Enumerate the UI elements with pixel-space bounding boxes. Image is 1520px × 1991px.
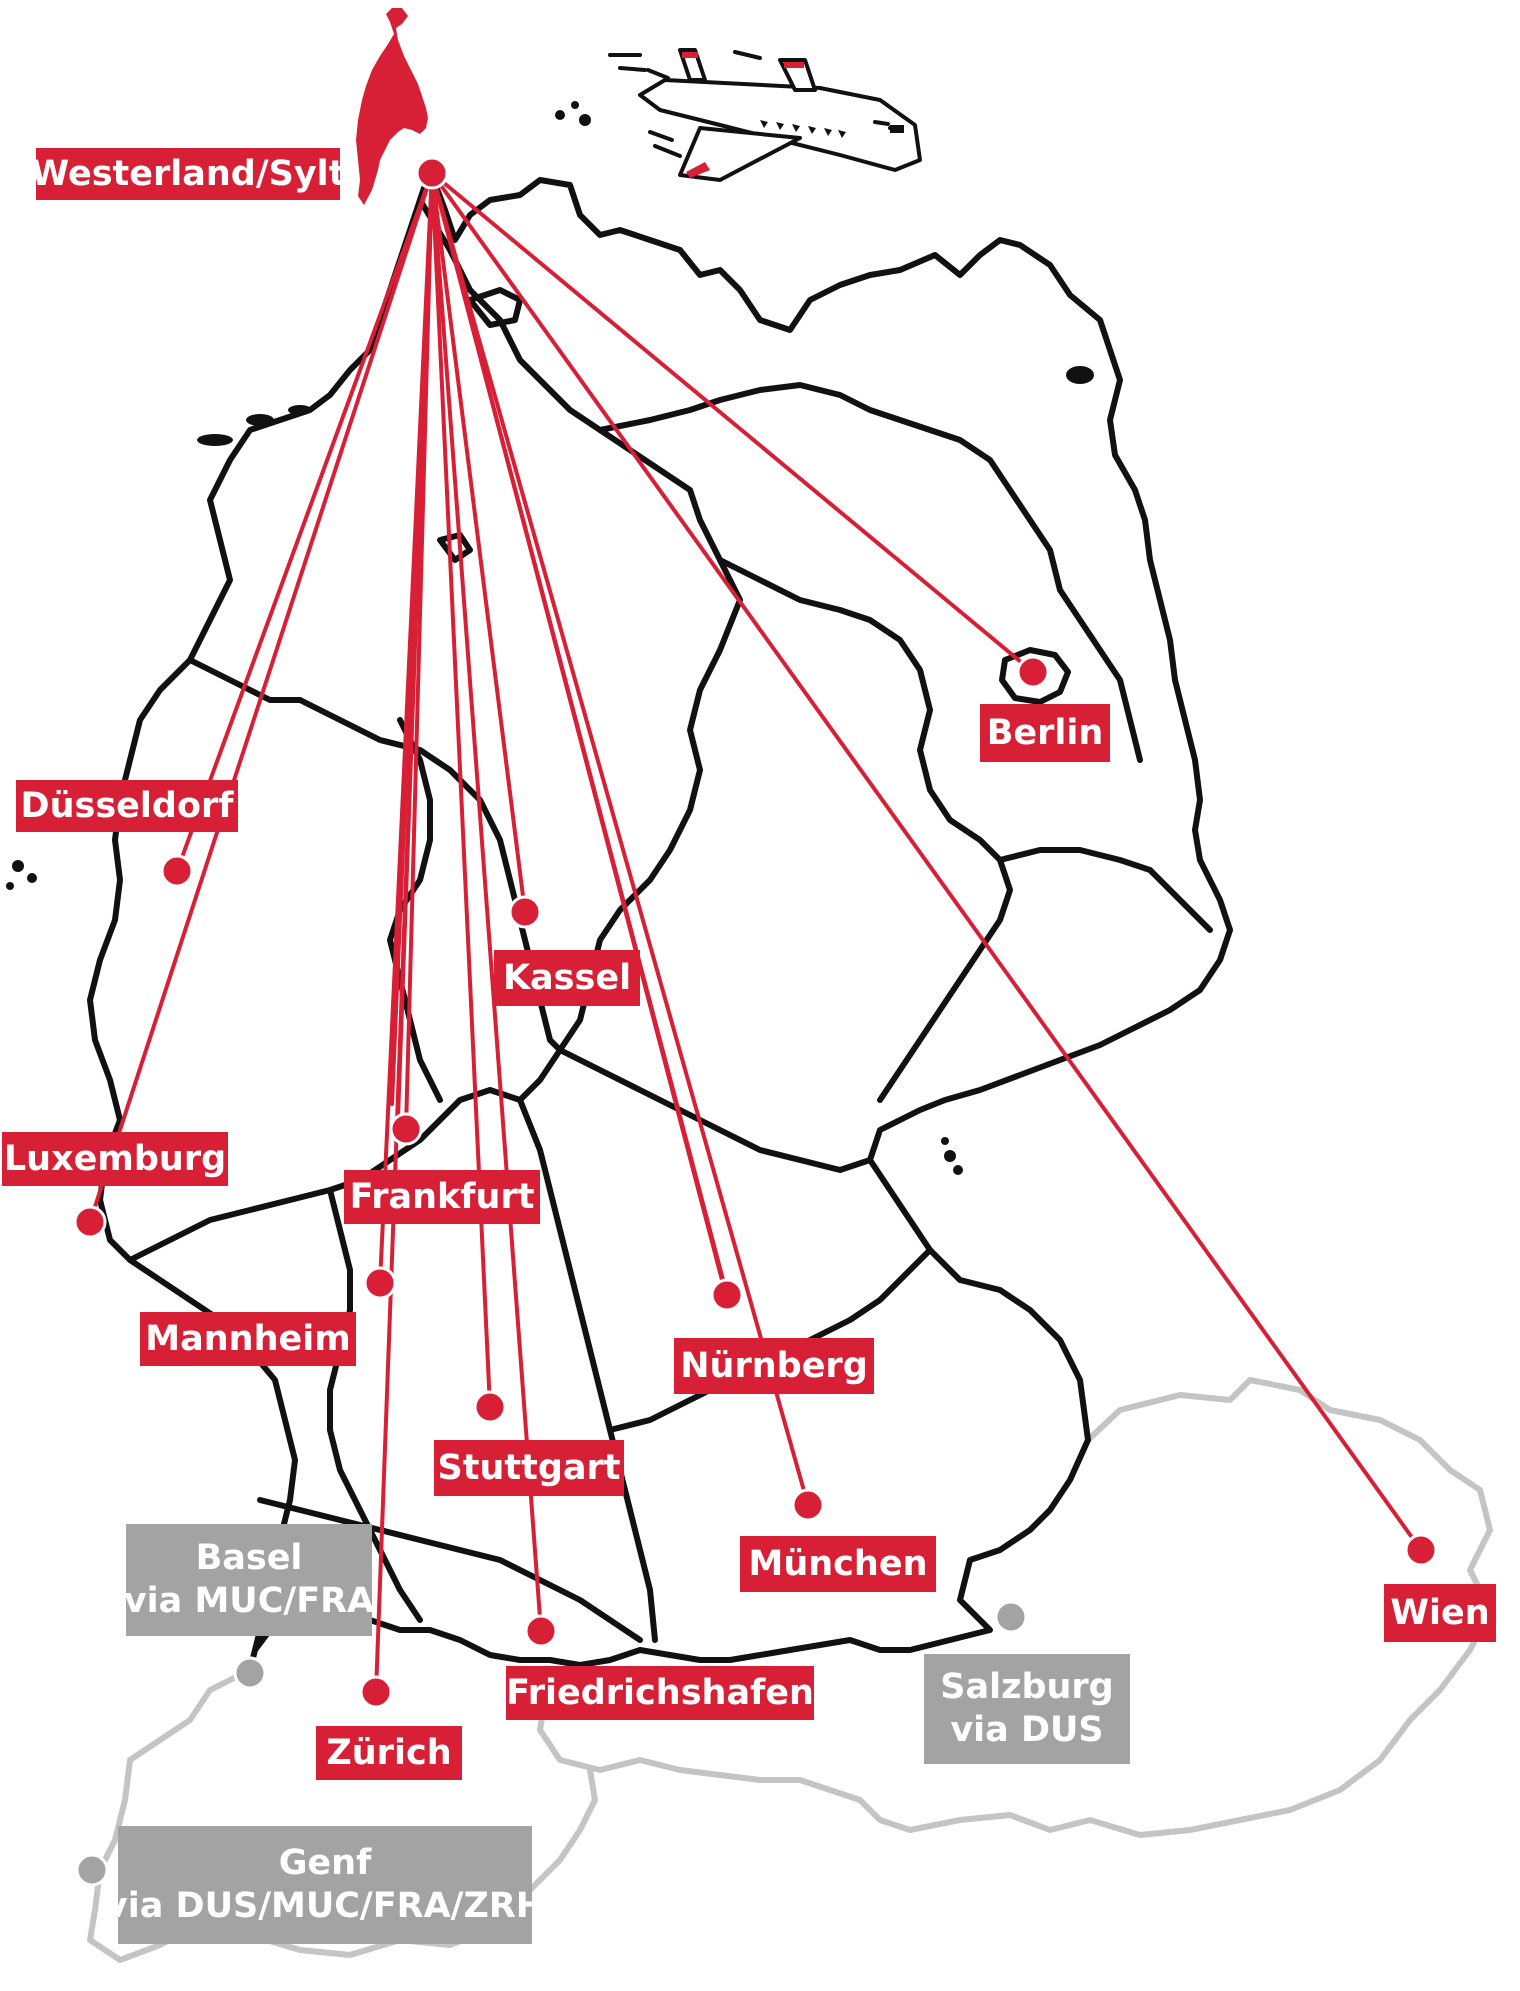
origin-dot-westerland bbox=[415, 156, 449, 190]
route-friedrichshafen bbox=[430, 171, 543, 1633]
airplane-icon bbox=[608, 48, 922, 182]
dot-berlin bbox=[1016, 655, 1050, 689]
destination-dots bbox=[73, 655, 1438, 1709]
genf-name: Genf bbox=[278, 1843, 372, 1883]
label-genf: Genf via DUS/MUC/FRA/ZRH bbox=[105, 1826, 545, 1944]
state-border-3 bbox=[717, 557, 1013, 1103]
route-extra-0 bbox=[430, 171, 724, 1282]
dot-muenchen bbox=[791, 1488, 825, 1522]
label-luxemburg: Luxemburg bbox=[2, 1132, 228, 1186]
coast-details bbox=[6, 101, 1094, 1175]
bremen-shape bbox=[437, 532, 473, 563]
label-zuerich: Zürich bbox=[316, 1726, 462, 1780]
hamburg-shape bbox=[467, 287, 523, 328]
germany-outline bbox=[87, 167, 1233, 1673]
route-extra-2 bbox=[390, 171, 434, 1106]
state-border-10 bbox=[517, 1097, 658, 1643]
berlin-ring bbox=[999, 647, 1071, 705]
salzburg-via: via DUS bbox=[950, 1710, 1104, 1750]
label-friedrichshafen: Friedrichshafen bbox=[506, 1666, 814, 1720]
label-salzburg: Salzburg via DUS bbox=[924, 1654, 1130, 1764]
route-duesseldorf bbox=[175, 171, 434, 873]
via-dots bbox=[75, 1600, 1028, 1887]
label-muenchen: München bbox=[740, 1536, 936, 1592]
airplane-accents bbox=[682, 52, 804, 178]
label-basel: Basel via MUC/FRA bbox=[123, 1524, 375, 1636]
dot-mannheim bbox=[363, 1266, 397, 1300]
state-border-9 bbox=[327, 1187, 423, 1623]
state-border-12 bbox=[257, 1497, 643, 1643]
dot-nuernberg bbox=[710, 1278, 744, 1312]
label-westerland: Westerland/Sylt bbox=[31, 148, 345, 200]
route-muenchen bbox=[430, 171, 810, 1507]
label-duesseldorf: Düsseldorf bbox=[16, 780, 238, 832]
basel-via: via MUC/FRA bbox=[123, 1581, 375, 1621]
routes bbox=[88, 171, 1423, 1694]
dot-genf bbox=[75, 1853, 109, 1887]
sylt-island-icon bbox=[356, 8, 428, 205]
label-mannheim: Mannheim bbox=[140, 1312, 356, 1366]
dot-frankfurt bbox=[389, 1112, 423, 1146]
label-kassel: Kassel bbox=[494, 950, 640, 1006]
germany-state-borders bbox=[87, 167, 1233, 1673]
dot-luxemburg bbox=[73, 1205, 107, 1239]
salzburg-name: Salzburg bbox=[940, 1667, 1114, 1707]
label-wien: Wien bbox=[1384, 1584, 1496, 1642]
state-border-7 bbox=[187, 657, 303, 703]
label-nuernberg: Nürnberg bbox=[674, 1338, 874, 1394]
route-kassel bbox=[430, 171, 527, 914]
route-luxemburg bbox=[88, 171, 434, 1224]
state-border-2 bbox=[597, 382, 1143, 763]
dot-duesseldorf bbox=[160, 854, 194, 888]
dot-wien bbox=[1404, 1533, 1438, 1567]
route-wien bbox=[430, 171, 1423, 1552]
dot-kassel bbox=[508, 895, 542, 929]
dot-salzburg bbox=[994, 1600, 1028, 1634]
dot-zuerich bbox=[359, 1675, 393, 1709]
label-berlin: Berlin bbox=[980, 704, 1110, 762]
route-berlin bbox=[430, 171, 1035, 674]
label-frankfurt: Frankfurt bbox=[344, 1170, 540, 1224]
dot-basel bbox=[233, 1656, 267, 1690]
state-border-5 bbox=[557, 1047, 873, 1173]
dot-stuttgart bbox=[473, 1390, 507, 1424]
label-stuttgart: Stuttgart bbox=[434, 1440, 624, 1496]
austria-border bbox=[537, 1377, 1493, 1838]
dot-friedrichshafen bbox=[524, 1614, 558, 1648]
airplane-windows bbox=[760, 120, 904, 138]
state-border-4 bbox=[997, 847, 1213, 933]
basel-name: Basel bbox=[195, 1538, 303, 1578]
genf-via: via DUS/MUC/FRA/ZRH bbox=[104, 1886, 546, 1926]
